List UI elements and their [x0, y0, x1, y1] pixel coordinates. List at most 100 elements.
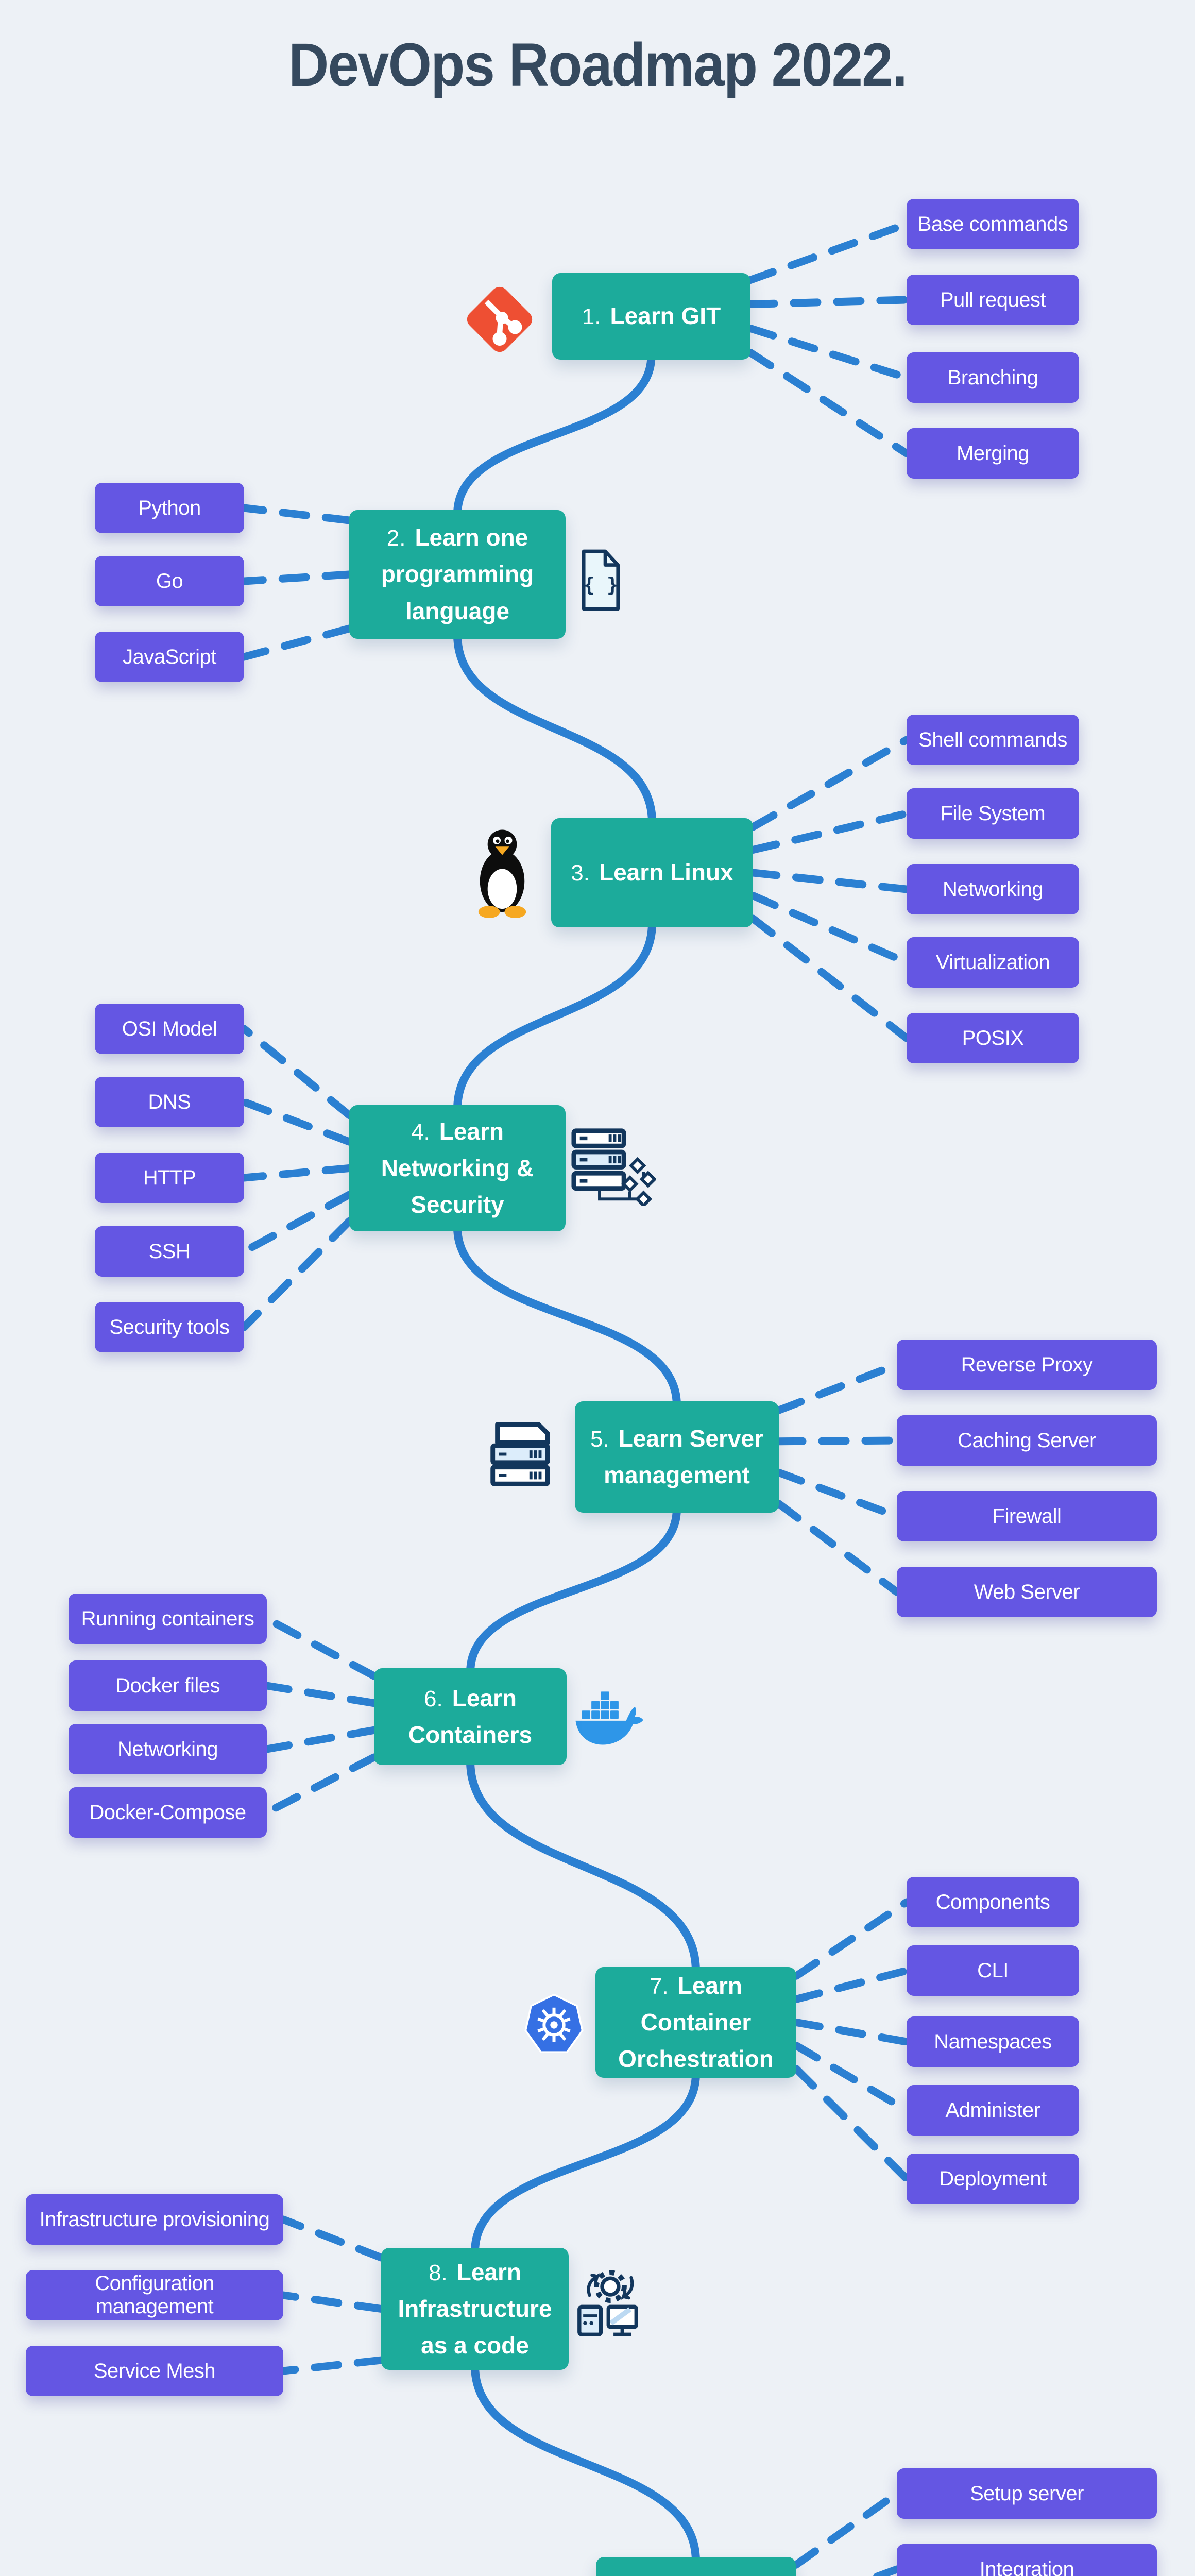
node-number: 7. [650, 1973, 669, 1999]
main-flow-curve [466, 1757, 700, 1975]
satellite-networking: Networking [69, 1724, 267, 1774]
node-learn-linux: 3.Learn Linux [551, 818, 753, 927]
node-text: 3.Learn Linux [571, 854, 733, 891]
satellite-docker-files: Docker files [69, 1660, 267, 1711]
node-label: Learn Containers [408, 1684, 533, 1748]
node-learn-networking-security: 4.Learn Networking & Security [349, 1105, 566, 1231]
node-learn-containers: 6.Learn Containers [374, 1668, 567, 1765]
node-label: Learn Linux [599, 859, 733, 886]
dashed-connector-line [240, 1191, 353, 1256]
satellite-ssh: SSH [95, 1226, 244, 1277]
dashed-connector-line [775, 1500, 901, 1596]
node-number: 8. [429, 2260, 448, 2285]
dashed-connector-line [279, 2215, 385, 2262]
dashed-connector-line [792, 1967, 911, 2003]
dashed-connector-line [263, 1682, 378, 1707]
node-label: Learn Server management [604, 1425, 763, 1488]
satellite-javascript: JavaScript [95, 632, 244, 682]
dashed-connector-line [749, 869, 911, 893]
main-flow-curve [471, 2362, 700, 2565]
satellite-base-commands: Base commands [907, 199, 1079, 249]
node-learn-container-orchestration: 7.Learn Container Orchestration [595, 1967, 796, 2078]
node-text: 7.Learn Container Orchestration [609, 1968, 783, 2078]
dashed-connector-line [792, 2042, 911, 2114]
satellite-posix: POSIX [907, 1013, 1079, 1063]
satellite-setup-server: Setup server [897, 2468, 1157, 2519]
dashed-connector-line [240, 1098, 353, 1146]
satellite-http: HTTP [95, 1153, 244, 1203]
main-flow-curve [471, 2070, 700, 2256]
satellite-merging: Merging [907, 428, 1079, 479]
satellite-dns: DNS [95, 1077, 244, 1127]
node-learn-ci-cd: 9.Learn CI/CD [596, 2557, 796, 2576]
satellite-firewall: Firewall [897, 1491, 1157, 1541]
node-text: 8.Learn Infrastructure as a code [395, 2254, 555, 2364]
docker-whale-icon [574, 1685, 644, 1749]
code-file-icon: { } [576, 546, 625, 614]
node-text: 2.Learn one programming language [363, 519, 552, 630]
dashed-connector-line [792, 1898, 911, 1980]
satellite-security-tools: Security tools [95, 1302, 244, 1352]
satellite-configuration-management: Configuration management [26, 2270, 283, 2320]
dashed-connector-line [749, 914, 911, 1042]
satellite-deployment: Deployment [907, 2154, 1079, 2204]
node-learn-one-programming-language: 2.Learn one programming language [349, 510, 566, 639]
satellite-integration: Integration [897, 2544, 1157, 2576]
dashed-connector-line [263, 1726, 378, 1753]
satellite-file-system: File System [907, 788, 1079, 839]
satellite-osi-model: OSI Model [95, 1004, 244, 1054]
dashed-connector-line [263, 1615, 378, 1680]
satellite-shell-commands: Shell commands [907, 715, 1079, 765]
page-title: DevOps Roadmap 2022. [288, 31, 908, 99]
satellite-service-mesh: Service Mesh [26, 2346, 283, 2396]
dashed-connector-line [746, 325, 911, 382]
node-label: Learn Container Orchestration [618, 1972, 774, 2073]
node-label: Learn one programming language [381, 524, 534, 624]
dashed-connector-line [240, 1025, 353, 1120]
satellite-python: Python [95, 483, 244, 533]
node-number: 5. [590, 1426, 609, 1452]
satellite-caching-server: Caching Server [897, 1415, 1157, 1466]
dashed-connector-line [746, 349, 911, 457]
node-number: 6. [424, 1686, 443, 1711]
node-label: Learn Infrastructure as a code [398, 2258, 552, 2359]
satellite-namespaces: Namespaces [907, 2016, 1079, 2067]
dashed-connector-line [749, 809, 911, 854]
satellite-infrastructure-provisioning: Infrastructure provisioning [26, 2194, 283, 2245]
dashed-connector-line [240, 1217, 353, 1331]
svg-text:{ }: { } [583, 573, 619, 596]
network-security-icon [571, 1126, 656, 1206]
satellite-components: Components [907, 1877, 1079, 1927]
satellite-networking: Networking [907, 864, 1079, 914]
dashed-connector-line [746, 220, 911, 284]
kubernetes-icon [519, 1993, 589, 2055]
dashed-connector-line [240, 624, 353, 661]
node-text: 4.Learn Networking & Security [363, 1113, 552, 1224]
main-flow-curve [453, 631, 656, 826]
dashed-connector-line [746, 296, 911, 308]
dashed-connector-line [775, 1361, 901, 1414]
main-flow-curve [453, 919, 656, 1113]
satellite-branching: Branching [907, 352, 1079, 403]
dashed-connector-line [749, 892, 911, 967]
node-label: Learn Networking & Security [381, 1117, 534, 1218]
dashed-connector-line [775, 1468, 901, 1520]
node-number: 2. [386, 526, 406, 551]
node-learn-git: 1.Learn GIT [552, 273, 750, 360]
dashed-connector-line [263, 1753, 378, 1817]
satellite-virtualization: Virtualization [907, 937, 1079, 988]
infrastructure-as-code-icon [574, 2264, 644, 2342]
dashed-connector-line [279, 2356, 385, 2375]
dashed-connector-line [279, 2291, 385, 2313]
main-flow-curve [453, 1223, 681, 1410]
dashed-connector-line [240, 1164, 353, 1182]
satellite-web-server: Web Server [897, 1567, 1157, 1617]
node-text: 1.Learn GIT [582, 298, 721, 334]
dashed-connector-line [749, 736, 911, 831]
node-text: 5.Learn Server management [588, 1420, 765, 1494]
satellite-cli: CLI [907, 1945, 1079, 1996]
main-flow-curve [453, 351, 656, 518]
dashed-connector-line [792, 2489, 901, 2569]
